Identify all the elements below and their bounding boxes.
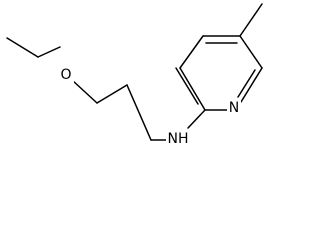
bond-ethyl-ch2-o <box>37 46 61 58</box>
molecule-svg: O NH N <box>6 3 263 148</box>
ring-nitrogen-atom-label: N <box>229 100 239 116</box>
bond-nh-ring <box>187 109 206 129</box>
bond-ring-c2-c3-double <box>175 67 199 105</box>
bond-ring-c5-c6 <box>239 35 263 69</box>
bond-propyl-c2-c3 <box>126 84 152 141</box>
bond-propyl-c1-c2 <box>96 84 128 104</box>
ring-n-label-bg <box>227 100 241 117</box>
nh-label-bg <box>166 131 190 148</box>
bond-ring-c2-c3 <box>179 67 206 111</box>
bond-ring-c3-c4 <box>179 35 204 69</box>
bond-ethyl-ch3-ch2 <box>6 37 39 58</box>
bond-methyl <box>239 3 263 37</box>
bond-o-propyl-c1 <box>71 79 98 104</box>
bond-ring-c6-n-double <box>237 69 256 98</box>
nh-atom-label: NH <box>168 131 189 147</box>
oxygen-atom-label: O <box>60 67 71 83</box>
structure-diagram: O NH N <box>6 3 263 148</box>
bond-ring-c6-n <box>240 67 263 103</box>
oxygen-label-bg <box>58 67 74 84</box>
